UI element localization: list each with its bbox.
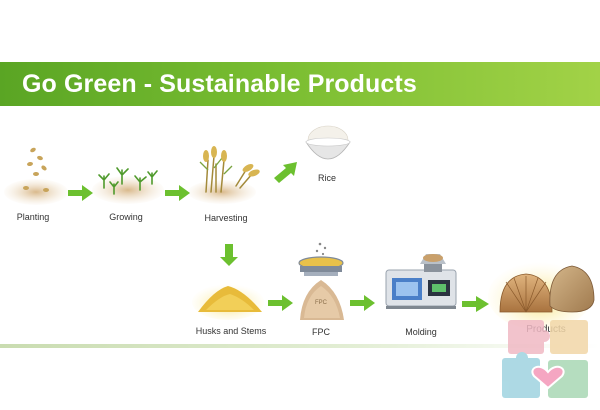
bottom-strip: [0, 344, 600, 348]
label-fpc: FPC: [312, 327, 330, 337]
molding-machine-illustration: [385, 254, 457, 309]
arrow-husks-fpc: [268, 295, 293, 311]
label-harvesting: Harvesting: [204, 213, 248, 223]
growing-illustration: [92, 167, 164, 204]
rice-bowl-illustration: [305, 125, 351, 160]
fpc-bag-text: FPC: [315, 300, 328, 306]
arrow-growing-harvesting: [165, 185, 190, 201]
arrow-molding-products: [462, 296, 489, 312]
arrow-planting-growing: [68, 185, 93, 201]
planting-illustration: [4, 147, 68, 205]
label-molding: Molding: [405, 327, 437, 337]
heart-icon: [531, 365, 565, 390]
puzzle-logo: [502, 320, 588, 398]
fpc-illustration: [298, 242, 344, 320]
page-title: Go Green - Sustainable Products: [22, 70, 417, 98]
arrow-harvesting-rice: [274, 162, 297, 183]
products-illustration: [488, 262, 595, 330]
harvesting-illustration: [188, 146, 260, 204]
puzzle-piece-blue: [502, 358, 540, 398]
label-planting: Planting: [16, 212, 50, 222]
label-husks-and-stems: Husks and Stems: [195, 326, 267, 336]
label-growing: Growing: [109, 212, 143, 222]
arrow-fpc-molding: [350, 295, 375, 311]
puzzle-piece-yellow: [550, 320, 588, 354]
puzzle-piece-pink: [508, 320, 544, 354]
husks-illustration: [192, 284, 264, 320]
label-rice: Rice: [317, 173, 337, 183]
title-banner: Go Green - Sustainable Products: [0, 62, 600, 106]
label-products: Products: [526, 324, 566, 335]
flow-arrows: [68, 162, 489, 312]
arrow-harvesting-husks: [220, 244, 238, 266]
